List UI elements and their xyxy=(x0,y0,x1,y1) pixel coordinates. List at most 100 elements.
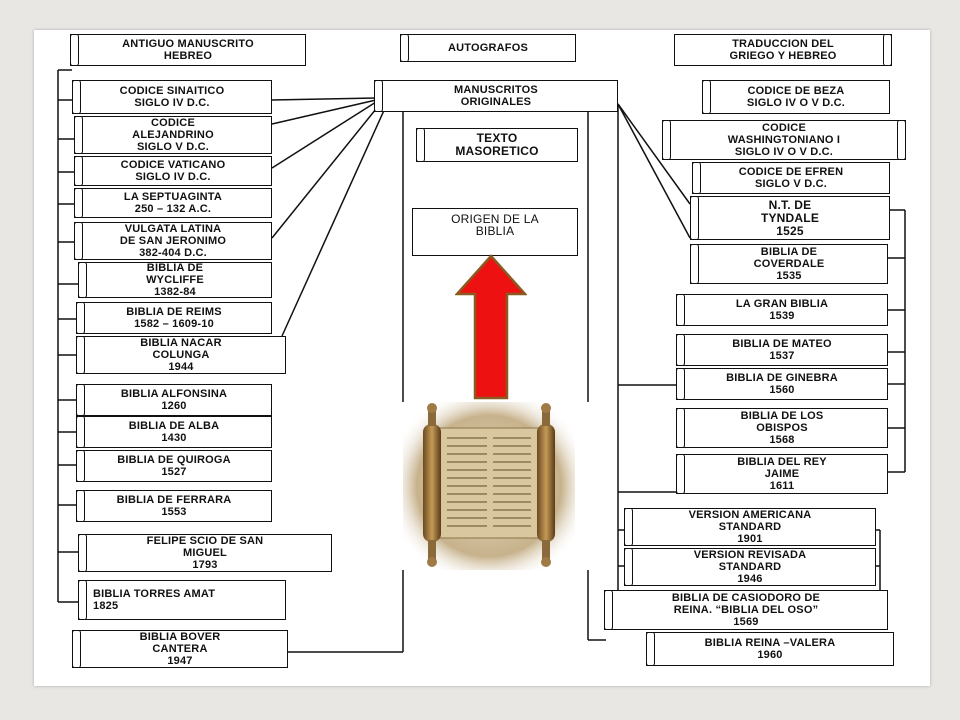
left-item-line: CODICE VATICANO xyxy=(120,159,226,171)
left-item-felipe-scio: FELIPE SCIO DE SAN MIGUEL 1793 xyxy=(78,534,332,572)
left-item-wycliffe: BIBLIA DE WYCLIFFE 1382-84 xyxy=(78,262,272,298)
right-item-line: CODICE xyxy=(762,122,806,134)
right-item-version-revisada: VERSION REVISADA STANDARD 1946 xyxy=(624,548,876,586)
left-item-codice-alejandrino: CODICE ALEJANDRINO SIGLO V D.C. xyxy=(74,116,272,154)
left-item-vulgata-latina: VULGATA LATINA DE SAN JERONIMO 382-404 D… xyxy=(74,222,272,260)
right-item-line: 1901 xyxy=(737,533,763,545)
right-item-line: SIGLO IV O V D.C. xyxy=(746,97,846,109)
torah-scroll-icon xyxy=(403,402,575,570)
left-item-ferrara: BIBLIA DE FERRARA 1553 xyxy=(76,490,272,522)
right-item-line: COVERDALE xyxy=(753,258,825,270)
right-item-version-americana: VERSION AMERICANA STANDARD 1901 xyxy=(624,508,876,546)
left-item-codice-vaticano: CODICE VATICANO SIGLO IV D.C. xyxy=(74,156,272,186)
right-item-line: SIGLO V D.C. xyxy=(754,178,828,190)
right-item-line: BIBLIA DE LOS xyxy=(740,410,824,422)
right-item-reina-valera: BIBLIA REINA –VALERA 1960 xyxy=(646,632,894,666)
right-item-ginebra: BIBLIA DE GINEBRA 1560 xyxy=(676,368,888,400)
origen-label-2: BIBLIA xyxy=(475,224,515,238)
left-item-line: 1793 xyxy=(192,559,218,571)
left-item-line: SIGLO IV D.C. xyxy=(134,97,210,109)
left-item-line: 1382-84 xyxy=(154,286,196,298)
left-item-nacar-colunga: BIBLIA NACAR COLUNGA 1944 xyxy=(76,336,286,374)
left-item-line: BIBLIA DE ALBA xyxy=(128,420,220,432)
left-item-line: BIBLIA TORRES AMAT xyxy=(93,588,216,600)
right-item-line: 1569 xyxy=(733,616,759,628)
right-item-line: BIBLIA REINA –VALERA xyxy=(704,637,836,649)
right-item-mateo: BIBLIA DE MATEO 1537 xyxy=(676,334,888,366)
right-item-line: CODICE DE EFREN xyxy=(738,166,844,178)
right-item-coverdale: BIBLIA DE COVERDALE 1535 xyxy=(690,244,888,284)
right-item-line: SIGLO IV O V D.C. xyxy=(734,146,834,158)
left-item-line: 1582 – 1609-10 xyxy=(134,318,214,330)
left-item-line: ALEJANDRINO xyxy=(132,129,214,141)
origen-biblia-box: ORIGEN DE LA BIBLIA xyxy=(412,208,578,256)
left-item-line: CODICE xyxy=(151,117,195,129)
left-item-line: CODICE SINAITICO xyxy=(119,85,225,97)
left-item-line: 1944 xyxy=(168,361,194,373)
left-item-line: VULGATA LATINA xyxy=(124,223,222,235)
right-item-line: 1537 xyxy=(769,350,795,362)
right-header-line-1: TRADUCCION DEL xyxy=(732,38,834,50)
left-item-line: MIGUEL xyxy=(183,547,227,559)
left-item-line: SIGLO IV D.C. xyxy=(135,171,211,183)
left-item-line: BIBLIA DE xyxy=(146,262,204,274)
left-item-line: 382-404 D.C. xyxy=(139,247,207,259)
right-item-line: VERSION REVISADA xyxy=(693,549,807,561)
right-item-line: VERSION AMERICANA xyxy=(688,509,812,521)
right-item-codice-washingtoniano: CODICE WASHINGTONIANO I SIGLO IV O V D.C… xyxy=(662,120,906,160)
right-item-line: 1946 xyxy=(737,573,763,585)
left-item-line: BIBLIA NACAR xyxy=(140,337,222,349)
right-item-codice-beza: CODICE DE BEZA SIGLO IV O V D.C. xyxy=(702,80,890,114)
right-item-line: BIBLIA DEL REY xyxy=(737,456,827,468)
left-item-line: DE SAN JERONIMO xyxy=(119,235,227,247)
red-up-arrow-icon xyxy=(455,254,527,400)
left-item-torres-amat: BIBLIA TORRES AMAT 1825 xyxy=(78,580,286,620)
right-item-codice-efren: CODICE DE EFREN SIGLO V D.C. xyxy=(692,162,890,194)
left-item-line: 1553 xyxy=(161,506,187,518)
left-item-line: FELIPE SCIO DE SAN xyxy=(146,535,264,547)
right-item-line: LA GRAN BIBLIA xyxy=(735,298,829,310)
right-item-line: TYNDALE xyxy=(760,210,820,225)
right-item-line: JAIME xyxy=(764,468,800,480)
autografos-box: AUTOGRAFOS xyxy=(400,34,576,62)
right-item-line: 1560 xyxy=(769,384,795,396)
left-item-line: BIBLIA DE QUIROGA xyxy=(117,454,231,466)
right-item-line: 1535 xyxy=(776,270,802,282)
right-item-gran-biblia: LA GRAN BIBLIA 1539 xyxy=(676,294,888,326)
manuscritos-label-1: MANUSCRITOS xyxy=(454,84,538,96)
origen-label-1: ORIGEN DE LA xyxy=(451,212,539,226)
left-item-line: LA SEPTUAGINTA xyxy=(123,191,223,203)
texto-masoretico-box: TEXTO MASORETICO xyxy=(416,128,578,162)
right-item-line: BIBLIA DE CASIODORO DE xyxy=(671,592,821,604)
right-header-box: TRADUCCION DEL GRIEGO Y HEBREO xyxy=(674,34,892,66)
left-header-line-2: HEBREO xyxy=(163,50,213,62)
left-item-reims: BIBLIA DE REIMS 1582 – 1609-10 xyxy=(76,302,272,334)
left-item-line: BIBLIA DE FERRARA xyxy=(116,494,232,506)
right-item-obispos: BIBLIA DE LOS OBISPOS 1568 xyxy=(676,408,888,448)
right-item-line: STANDARD xyxy=(718,521,782,533)
left-item-line: 1430 xyxy=(161,432,187,444)
right-item-line: BIBLIA DE MATEO xyxy=(732,338,832,350)
left-item-codice-sinaitico: CODICE SINAITICO SIGLO IV D.C. xyxy=(72,80,272,114)
right-item-line: BIBLIA DE xyxy=(760,246,818,258)
right-item-line: N.T. DE xyxy=(768,197,812,212)
left-item-alfonsina: BIBLIA ALFONSINA 1260 xyxy=(76,384,272,416)
right-item-casiodoro-reina: BIBLIA DE CASIODORO DE REINA. “BIBLIA DE… xyxy=(604,590,888,630)
right-item-line: 1539 xyxy=(769,310,795,322)
autografos-label: AUTOGRAFOS xyxy=(447,42,529,54)
left-item-quiroga: BIBLIA DE QUIROGA 1527 xyxy=(76,450,272,482)
right-header-line-2: GRIEGO Y HEBREO xyxy=(729,50,837,62)
left-item-bover-cantera: BIBLIA BOVER CANTERA 1947 xyxy=(72,630,288,668)
left-item-line: COLUNGA xyxy=(152,349,210,361)
left-header-line-1: ANTIGUO MANUSCRITO xyxy=(122,38,254,50)
right-item-line: 1611 xyxy=(769,480,795,492)
right-item-line: STANDARD xyxy=(718,561,782,573)
texto-label-2: MASORETICO xyxy=(455,144,539,158)
right-item-line: WASHINGTONIANO I xyxy=(727,134,841,146)
texto-label-1: TEXTO xyxy=(476,131,518,145)
left-item-line: BIBLIA DE REIMS xyxy=(126,306,222,318)
right-item-rey-jaime: BIBLIA DEL REY JAIME 1611 xyxy=(676,454,888,494)
right-item-tyndale: N.T. DE TYNDALE 1525 xyxy=(690,196,890,240)
left-item-alba: BIBLIA DE ALBA 1430 xyxy=(76,416,272,448)
left-item-line: SIGLO V D.C. xyxy=(136,141,210,153)
